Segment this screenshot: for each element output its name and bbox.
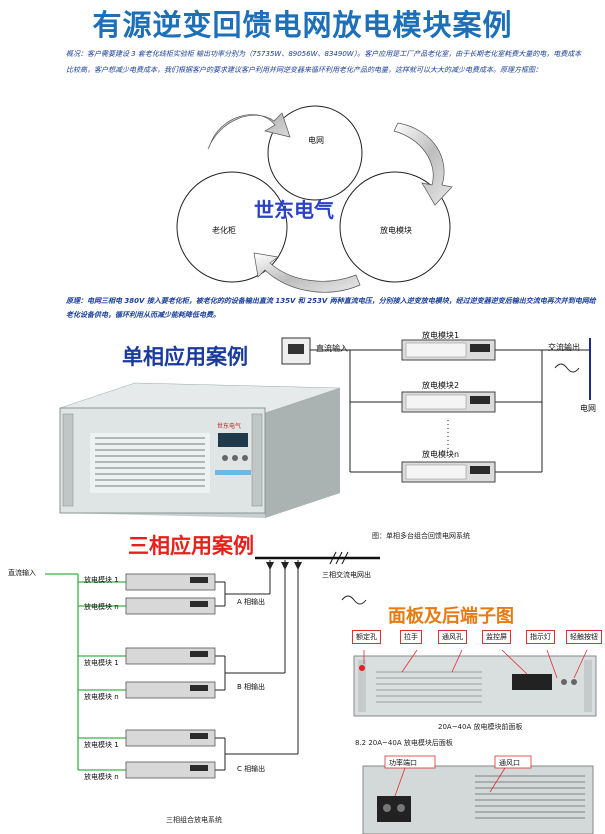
group-a-output-label: A 相输出 <box>237 598 266 606</box>
single-phase-heading: 单相应用案例 <box>122 345 248 369</box>
module-unit-icon <box>401 339 496 361</box>
sine-wave-icon <box>341 595 367 605</box>
three-phase-caption: 三相组合放电系统 <box>166 816 222 824</box>
panel-tag: 额定孔 <box>352 630 381 644</box>
sine-wave-icon <box>554 363 580 373</box>
rear-tag-power: 功率端口 <box>389 758 417 767</box>
module-1-label: 放电模块1 <box>422 331 460 340</box>
power-port-icon <box>377 796 411 822</box>
group-a-module-n-label: 放电模块 n <box>84 603 119 611</box>
rear-panel-caption: 8.2 20A~40A 放电模块后面板 <box>355 739 453 747</box>
panel-tag: 监控屏 <box>482 630 511 644</box>
module-n-label: 放电模块n <box>422 450 460 459</box>
group-b-module-n-label: 放电模块 n <box>84 693 119 701</box>
panel-tag: 指示灯 <box>526 630 555 644</box>
intro-text: 概况：客户需要建设 3 套老化线柜实验柜 输出功率分别为（75735W、8905… <box>66 50 582 74</box>
cycle-arrow-icon <box>393 122 453 206</box>
panel-heading: 面板及后端子图 <box>388 606 514 627</box>
group-b-output-label: B 相输出 <box>237 683 266 691</box>
rear-tag-vent: 通风口 <box>499 758 520 767</box>
ac-grid-label: 三相交流电网出 <box>322 571 371 579</box>
group-c-module-1-label: 放电模块 1 <box>84 741 119 749</box>
grid-label: 电网 <box>580 404 596 413</box>
principle-text: 原理：电网三相电 380V 接入要老化柜，被老化的的设备输出直流 135V 和 … <box>66 297 596 319</box>
page-title: 有源逆变回馈电网放电模块案例 <box>92 8 513 42</box>
cycle-arrow-icon <box>253 252 361 293</box>
three-phase-diagram <box>45 551 380 779</box>
lcd-screen <box>512 674 552 690</box>
dc-input-label: 直流输入 <box>316 344 348 353</box>
device-logo: 世东电气 <box>217 422 241 430</box>
module-circle <box>339 171 451 283</box>
group-c-output-label: C 相输出 <box>237 765 266 773</box>
grid-circle <box>267 105 363 201</box>
brand-logo: 世东电气 <box>254 198 334 222</box>
panel-tags: 额定孔 拉手 通风孔 监控屏 指示灯 轻触按钮 <box>352 630 602 650</box>
module-unit-icon <box>401 461 496 483</box>
three-phase-heading: 三相应用案例 <box>128 534 254 558</box>
front-panel-photo <box>353 649 597 717</box>
module-unit-icon <box>401 391 496 413</box>
cycle-grid-label: 电网 <box>308 135 324 145</box>
three-phase-dc-input-label: 直流输入 <box>8 569 36 577</box>
panel-tag: 轻触按钮 <box>566 630 602 644</box>
group-a-module-1-label: 放电模块 1 <box>84 576 119 584</box>
rear-panel-photo: 功率端口 通风口 <box>362 755 594 834</box>
group-b-module-1-label: 放电模块 1 <box>84 659 119 667</box>
front-panel-caption: 20A~40A 放电模块前面板 <box>438 723 523 731</box>
cycle-arrow-icon <box>207 112 291 150</box>
cycle-aging-label: 老化柜 <box>212 225 236 235</box>
single-phase-caption: 图：单相多台组合回馈电网系统 <box>372 532 470 540</box>
cycle-diagram: 电网 老化柜 放电模块 世东电气 <box>176 105 453 293</box>
module-2-label: 放电模块2 <box>422 381 460 390</box>
panel-tag: 拉手 <box>400 630 422 644</box>
cycle-module-label: 放电模块 <box>380 225 412 235</box>
group-c-module-n-label: 放电模块 n <box>84 773 119 781</box>
single-phase-diagram <box>281 337 591 483</box>
device-photo: 世东电气 <box>59 382 341 518</box>
lcd-screen <box>218 433 248 447</box>
ac-output-label: 交流输出 <box>548 343 580 352</box>
panel-tag: 通风孔 <box>438 630 467 644</box>
